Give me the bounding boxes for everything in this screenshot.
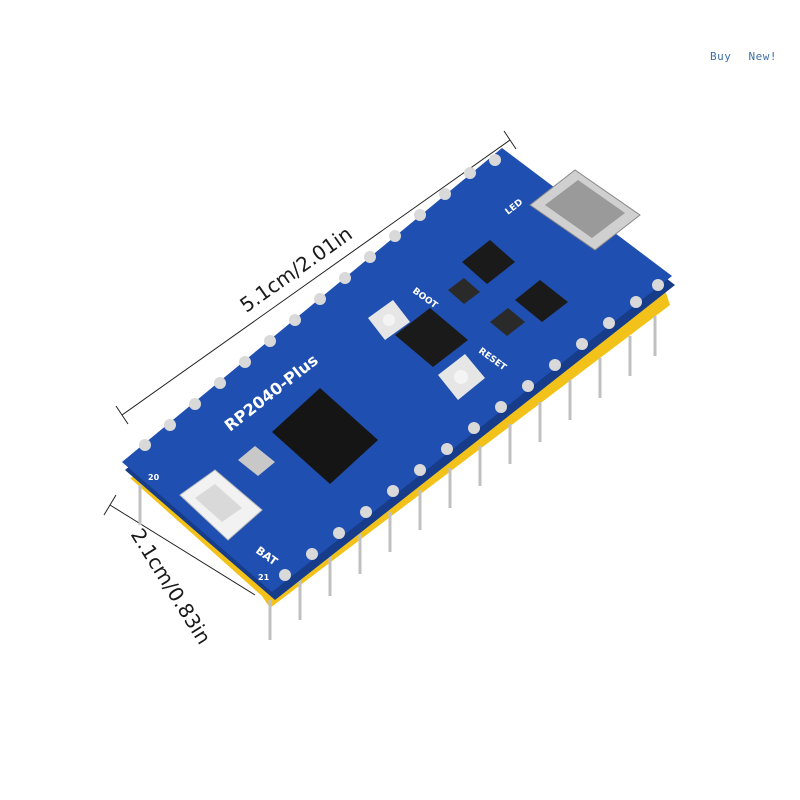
pcb-board — [122, 148, 675, 600]
rp2040-chip — [272, 388, 378, 484]
crystal — [238, 446, 275, 476]
buy-label: Buy — [710, 50, 732, 63]
usb-c-connector — [529, 169, 641, 251]
pin20-label: 20 — [148, 473, 160, 482]
ic-chips — [395, 240, 568, 367]
pin21-label: 21 — [258, 573, 270, 582]
reset-button — [438, 354, 485, 400]
boot-button — [368, 300, 410, 340]
battery-connector — [179, 469, 263, 541]
new-label: New! — [748, 50, 777, 63]
buy-new-badge: Buy New! — [710, 50, 787, 63]
